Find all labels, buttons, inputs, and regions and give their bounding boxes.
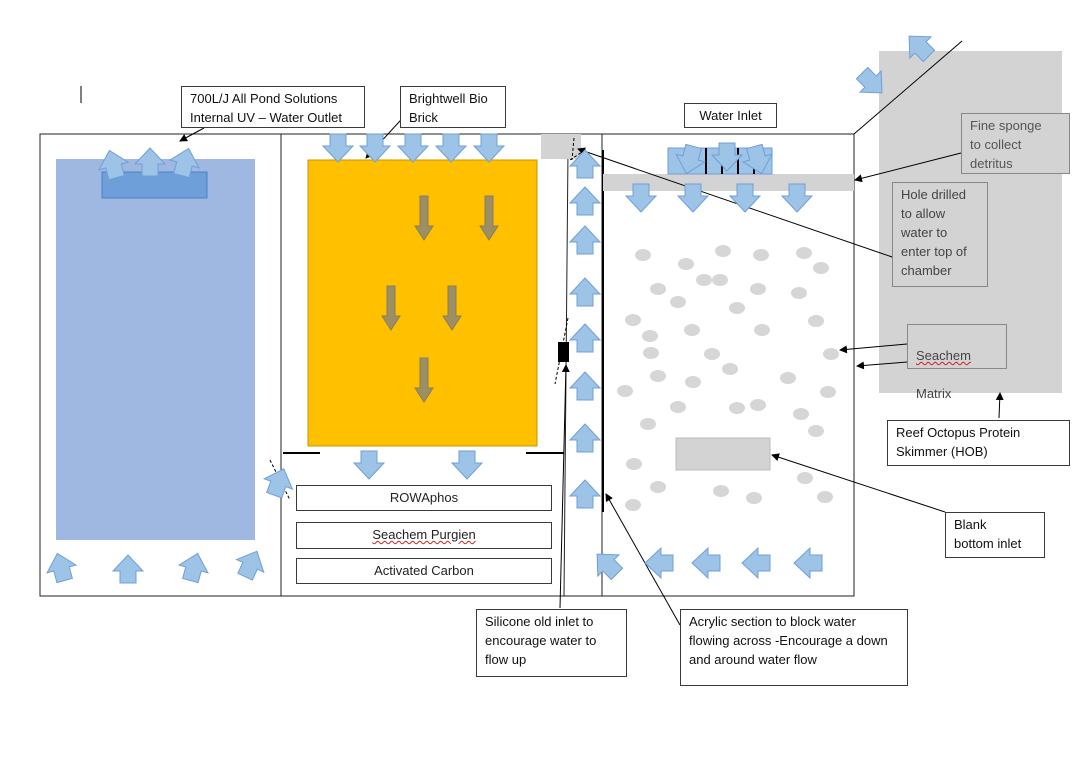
seachem-word: Seachem (916, 348, 971, 363)
matrix-word: Matrix (916, 386, 952, 401)
silicone-block (558, 342, 569, 362)
uv-outlet-label: 700L/J All Pond Solutions Internal UV – … (181, 86, 365, 128)
matrix-pebbles (617, 245, 839, 511)
fine-sponge-label: Fine sponge to collect detritus (961, 113, 1070, 174)
media-carbon: Activated Carbon (296, 558, 552, 584)
protein-skimmer-label: Reef Octopus Protein Skimmer (HOB) (887, 420, 1070, 466)
blank-inlet-label: Blank bottom inlet (945, 512, 1045, 558)
inlet-hole-block (541, 134, 581, 159)
purgien-text: Seachem Purgien (372, 527, 476, 542)
bio-brick-label: Brightwell Bio Brick (400, 86, 506, 128)
uv-chamber (56, 159, 255, 540)
hole-drilled-label: Hole drilled to allow water to enter top… (892, 182, 988, 287)
media-rowaphos: ROWAphos (296, 485, 552, 511)
blank-bottom-inlet (675, 437, 771, 471)
acrylic-section-label: Acrylic section to block water flowing a… (680, 609, 908, 686)
silicone-inlet-label: Silicone old inlet to encourage water to… (476, 609, 627, 677)
media-purgien: Seachem Purgien (296, 522, 552, 549)
water-inlet-label: Water Inlet (684, 103, 777, 128)
seachem-matrix-label: Seachem Matrix (907, 324, 1007, 401)
